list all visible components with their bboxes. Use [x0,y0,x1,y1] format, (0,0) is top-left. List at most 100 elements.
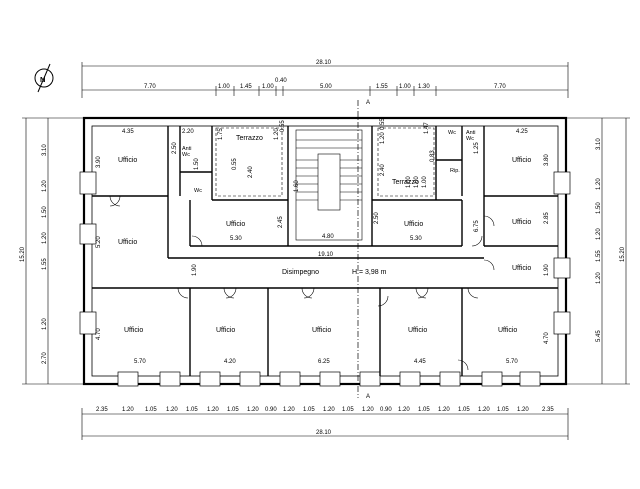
svg-text:2.85: 2.85 [544,212,550,224]
svg-text:2.70: 2.70 [42,352,48,364]
north-arrow-icon: N [34,63,54,93]
svg-text:1.00: 1.00 [406,176,412,188]
svg-text:1.20: 1.20 [247,407,259,413]
svg-text:1.20: 1.20 [596,228,602,240]
svg-text:1.05: 1.05 [145,407,157,413]
svg-text:1.55: 1.55 [596,250,602,262]
svg-text:1.20: 1.20 [438,407,450,413]
svg-text:1.20: 1.20 [323,407,335,413]
dimension-right [566,117,630,385]
svg-text:1.60: 1.60 [294,180,300,192]
terrazzo-outlines [215,127,435,197]
dim-total-width-top: 28.10 [316,60,332,66]
svg-text:0.55: 0.55 [232,158,238,170]
svg-text:2.45: 2.45 [278,216,284,228]
svg-text:1.55: 1.55 [42,258,48,270]
svg-text:1.20: 1.20 [122,407,134,413]
room-wc-left: Wc [194,188,202,194]
room-ufficio-bottom-2: Ufficio [216,327,235,334]
svg-text:1.05: 1.05 [497,407,509,413]
windows [79,171,571,387]
dim-right-labels: 15.20 3.10 1.20 1.50 1.20 1.55 1.20 5.45 [596,138,626,342]
svg-text:1.20: 1.20 [362,407,374,413]
svg-text:2.35: 2.35 [96,407,108,413]
svg-text:4.45: 4.45 [414,359,426,365]
svg-text:1.75: 1.75 [218,128,224,140]
svg-text:1.05: 1.05 [342,407,354,413]
svg-text:1.20: 1.20 [166,407,178,413]
svg-text:1.05: 1.05 [227,407,239,413]
dimension-top [81,62,569,98]
svg-text:1.50: 1.50 [194,158,200,170]
dim-total-width-bottom: 28.10 [316,430,332,436]
dimension-bottom [81,408,569,440]
dim-top-labels: 7.70 1.00 1.45 1.00 0.40 5.00 1.55 1.00 … [144,78,506,90]
room-ufficio-left: Ufficio [118,239,137,246]
svg-text:6.25: 6.25 [318,359,330,365]
north-label: N [40,75,45,84]
svg-text:1.20: 1.20 [596,178,602,190]
svg-text:4.70: 4.70 [96,328,102,340]
svg-text:7.70: 7.70 [144,84,156,90]
svg-text:1.05: 1.05 [458,407,470,413]
svg-text:1.00: 1.00 [414,176,420,188]
dim-left-labels: 15.20 3.10 1.20 1.50 1.20 1.55 1.20 2.70 [20,144,48,364]
room-ufficio-right-mid: Ufficio [512,219,531,226]
svg-text:1.00: 1.00 [422,176,428,188]
interior-walls [92,126,558,376]
svg-text:1.00: 1.00 [218,84,230,90]
svg-text:3.10: 3.10 [42,144,48,156]
staircase [295,129,363,241]
svg-text:1.47: 1.47 [424,122,430,134]
svg-text:4.35: 4.35 [122,129,134,135]
svg-text:15.20: 15.20 [20,246,26,262]
room-terrazzo-left: Terrazzo [236,135,263,142]
svg-text:0.55: 0.55 [280,120,286,132]
svg-text:4.25: 4.25 [516,129,528,135]
room-rip: Rip. [450,168,460,174]
svg-text:0.90: 0.90 [265,407,277,413]
svg-text:0.55: 0.55 [380,118,386,130]
svg-text:1.30: 1.30 [418,84,430,90]
svg-text:2.50: 2.50 [374,212,380,224]
svg-text:0.90: 0.90 [380,407,392,413]
room-ufficio-bottom-1: Ufficio [124,327,143,334]
svg-text:5.70: 5.70 [506,359,518,365]
svg-text:1.50: 1.50 [596,202,602,214]
svg-text:1.55: 1.55 [376,84,388,90]
door-swings [109,195,495,371]
height-note: H = 3,98 m [352,269,387,276]
svg-text:1.05: 1.05 [418,407,430,413]
svg-text:4.80: 4.80 [322,234,334,240]
svg-text:1.05: 1.05 [186,407,198,413]
svg-text:0.40: 0.40 [275,78,287,84]
svg-text:15.20: 15.20 [620,246,626,262]
room-ufficio-right-small: Ufficio [512,265,531,272]
svg-text:1.20: 1.20 [42,318,48,330]
svg-text:1.25: 1.25 [474,142,480,154]
svg-text:1.20: 1.20 [274,128,280,140]
svg-text:7.70: 7.70 [494,84,506,90]
svg-text:5.45: 5.45 [596,330,602,342]
room-ufficio-bottom-4: Ufficio [408,327,427,334]
svg-text:1.20: 1.20 [207,407,219,413]
svg-text:1.20: 1.20 [42,180,48,192]
svg-text:1.20: 1.20 [478,407,490,413]
svg-text:1.20: 1.20 [42,232,48,244]
svg-text:0.83: 0.83 [430,150,436,162]
svg-text:2.35: 2.35 [542,407,554,413]
room-ufficio-bottom-3: Ufficio [312,327,331,334]
svg-text:1.20: 1.20 [517,407,529,413]
svg-text:5.30: 5.30 [410,236,422,242]
svg-text:2.50: 2.50 [172,142,178,154]
room-wc-right: Wc [448,130,456,136]
svg-text:1.50: 1.50 [42,206,48,218]
room-terrazzo-right: Terrazzo [392,179,419,186]
svg-text:5.00: 5.00 [320,84,332,90]
svg-text:1.90: 1.90 [192,264,198,276]
room-ufficio-center-left: Ufficio [226,221,245,228]
